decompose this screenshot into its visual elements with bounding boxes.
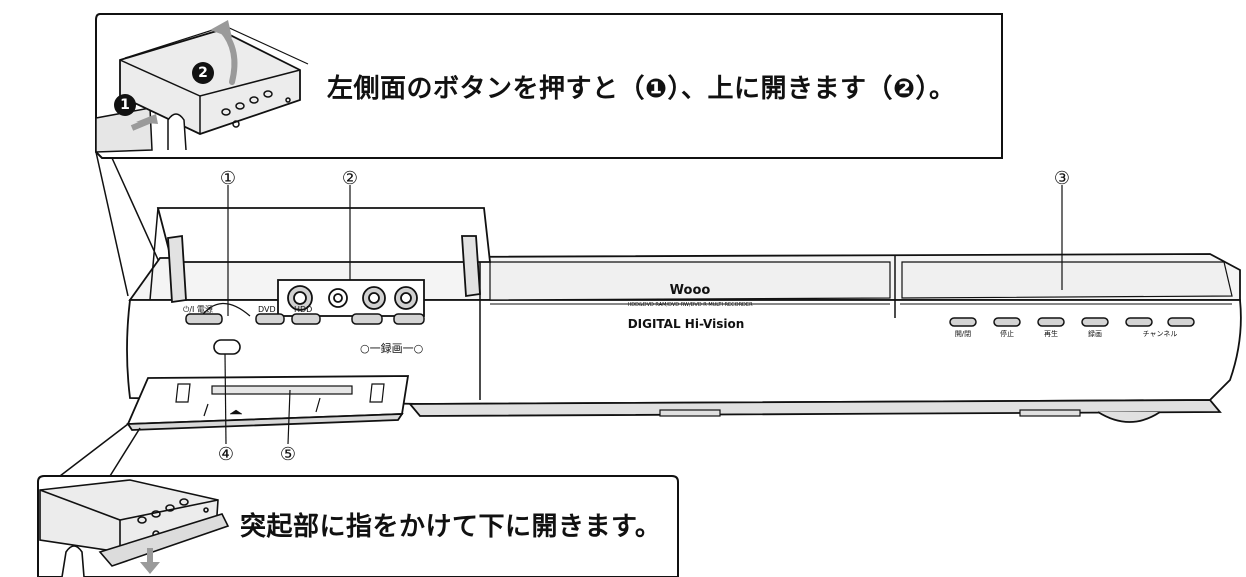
top-callout xyxy=(95,13,1004,159)
power-button-label: ⏻/I 電源 xyxy=(183,305,213,314)
bottom-callout-text: 突起部に指をかけて下に開きます。 xyxy=(240,512,662,542)
bottom-leader-line-right xyxy=(109,427,141,477)
input-terminal-group xyxy=(199,279,425,319)
part-number-4: ④ xyxy=(218,444,234,465)
model-line: HDD&DVD RAM/DVD RW/DVD R MULTI RECORDER xyxy=(627,302,753,308)
lower-flap-open xyxy=(126,375,410,431)
top-leader-line-left xyxy=(95,151,129,297)
bottom-callout-illustration xyxy=(39,479,230,577)
part-number-2: ② xyxy=(342,168,358,189)
record-button-label: 録画 xyxy=(1088,329,1102,338)
digital-hi-vision-badge: DIGITAL Hi-Vision xyxy=(628,317,745,331)
left-button-labels: ⏻/I 電源 DVD HDD xyxy=(183,305,312,314)
remote-sensor xyxy=(213,339,241,355)
top-callout-text: 左側面のボタンを押すと（❶）、上に開きます（❷）。 xyxy=(327,74,956,104)
left-front-buttons xyxy=(185,313,425,325)
dubbing-indicator-label: ○一録画一○ xyxy=(360,341,423,355)
top-leader-line-right xyxy=(111,157,161,265)
part-number-labels: ① ② ③ ④ ⑤ xyxy=(218,168,1070,465)
part-number-1: ① xyxy=(220,168,236,189)
step-1-badge: 1 xyxy=(114,94,136,116)
open-close-button-label: 開/閉 xyxy=(955,330,971,338)
right-button-labels: 開/閉 停止 再生 録画 チャンネル xyxy=(955,329,1178,338)
top-callout-illustration xyxy=(95,20,309,153)
part-leader-lines xyxy=(224,185,1063,445)
channel-button-label: チャンネル xyxy=(1143,330,1178,338)
right-front-buttons xyxy=(949,317,1195,327)
brand-logo: Wooo xyxy=(670,283,711,298)
bottom-leader-line-left xyxy=(59,423,129,477)
part-number-3: ③ xyxy=(1054,168,1070,189)
stop-button-label: 停止 xyxy=(1000,329,1014,338)
upper-flap-open xyxy=(149,207,492,304)
bottom-callout xyxy=(37,475,679,577)
step-2-badge: 2 xyxy=(192,62,214,84)
part-number-5: ⑤ xyxy=(280,444,296,465)
hdd-button-label: HDD xyxy=(294,305,312,314)
dvd-button-label: DVD xyxy=(258,305,276,314)
play-button-label: 再生 xyxy=(1044,329,1058,338)
